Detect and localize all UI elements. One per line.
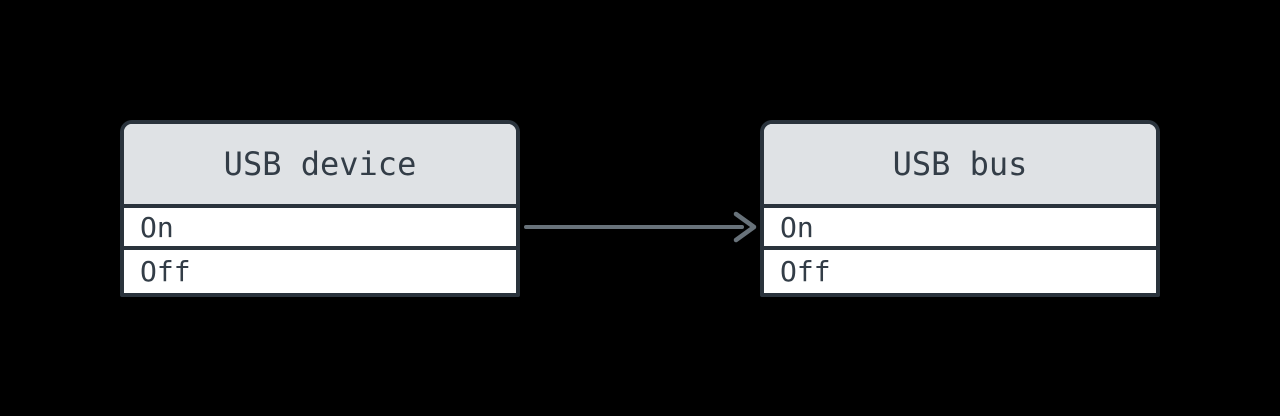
- node-usb-bus-title: USB bus: [764, 124, 1156, 208]
- edge-arrow-usb-device-to-usb-bus: [524, 211, 757, 243]
- node-usb-bus-row-off: Off: [764, 250, 1156, 293]
- node-usb-device: USB device On Off: [120, 120, 520, 297]
- node-usb-device-row-off: Off: [124, 250, 516, 293]
- node-usb-device-row-on: On: [124, 208, 516, 250]
- node-usb-bus: USB bus On Off: [760, 120, 1160, 297]
- arrowhead-icon: [733, 211, 757, 243]
- node-usb-device-title: USB device: [124, 124, 516, 208]
- node-usb-bus-row-on: On: [764, 208, 1156, 250]
